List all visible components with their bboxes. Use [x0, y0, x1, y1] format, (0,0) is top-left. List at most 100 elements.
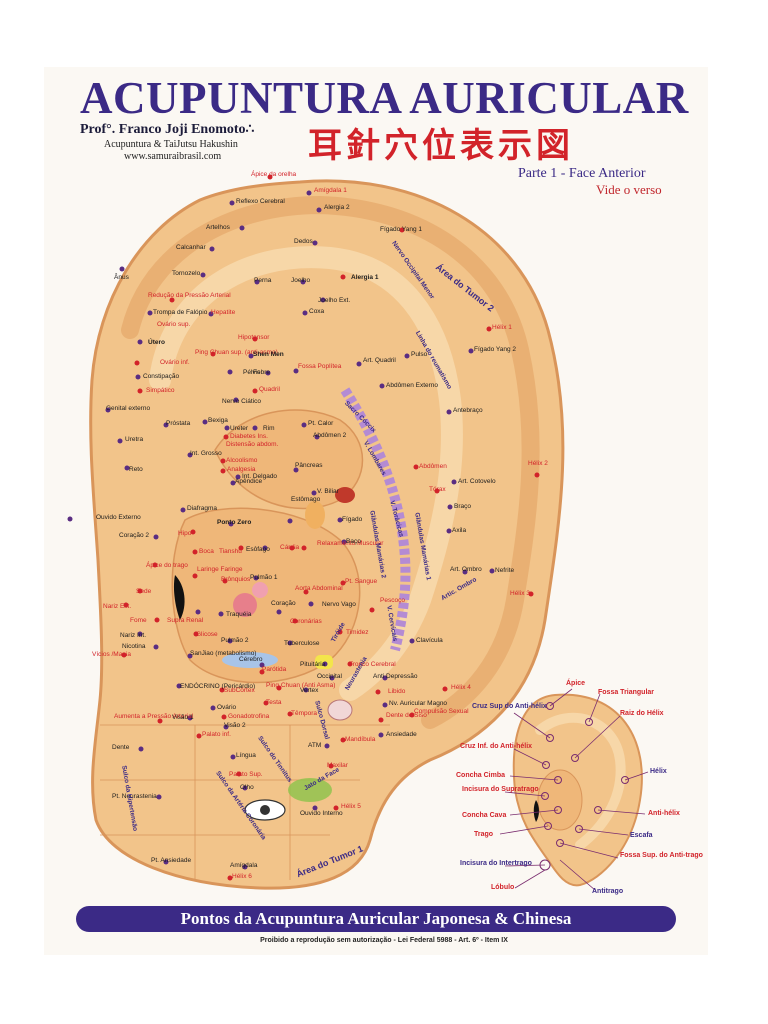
mini-concha [537, 769, 583, 831]
banner-text: Pontos da Acupuntura Auricular Japonesa … [180, 909, 572, 928]
point-label-pancreas: Pâncreas [295, 462, 323, 469]
point-label-glicose: Glicose [196, 631, 218, 638]
point-label-occipital: Occipital [317, 673, 342, 680]
point-label-cardia: Cárdia [280, 544, 300, 551]
point-label-subcortex: SubCórtex [224, 687, 255, 694]
point-label-febre: Febre [253, 369, 270, 376]
point-label-gonadotrofina: Gonadotrofina [228, 713, 270, 720]
point-label-maxilar: Maxilar [327, 762, 348, 769]
lung-illustration [252, 582, 268, 598]
point-label-nefrite: Nefrite [495, 567, 515, 574]
legend-label-cruz-inf: Cruz Inf. do Anti-hélix [460, 743, 533, 750]
point-label-helix-5: Hélix 5 [341, 803, 361, 810]
point-label-dente: Dente [112, 744, 130, 751]
point-label-apendice: Apêndice [235, 478, 263, 485]
bottom-banner: Pontos da Acupuntura Auricular Japonesa … [76, 906, 676, 932]
legend-label-trago: Trago [474, 831, 494, 838]
point-label-analgesia: Analgesia [227, 466, 256, 473]
legend-label-lobulo: Lóbulo [491, 884, 515, 891]
point-label-olho: Olho [240, 784, 254, 791]
point-label-figado: Fígado [342, 516, 363, 523]
point-label-tempora: Têmpora [291, 710, 318, 717]
point-label-fome: Fome [130, 617, 147, 624]
point-label-bexiga: Bexiga [208, 417, 228, 424]
point-label-hepatite: Hepatite [211, 309, 236, 316]
point-label-nicotina: Nicotina [122, 643, 146, 650]
point-label-sanjiao: SanJiao (metabolismo) [190, 650, 257, 657]
point-label-aorta: Aorta Abdominal [295, 585, 343, 592]
point-label-pulmao-2: Pulmão 2 [221, 637, 249, 644]
point-label-figado-yang-2: Fígado Yang 2 [474, 346, 517, 353]
point-label-alergia-1: Alergia 1 [351, 274, 379, 281]
point-label-pituitaria: Pituitária [300, 661, 326, 668]
point-label-tuberculose: Tuberculose [284, 640, 320, 647]
point-label-ping-chuan-2: Ping Chuan (Anti Asma) [266, 682, 336, 689]
point-label-hipotensor: Hipotensor [238, 334, 270, 341]
point-label-torax: Tórax [429, 486, 446, 493]
point-label-visao-2: Visão 2 [224, 722, 246, 729]
point-label-reto: Reto [129, 466, 143, 473]
point-label-prostata: Próstata [166, 420, 191, 427]
point-label-amigdala: Amígdala [230, 862, 258, 869]
legend-label-helix: Hélix [650, 768, 667, 775]
spine-column [340, 387, 411, 652]
brain-illustration [327, 699, 353, 721]
legend-label-raiz-helix: Raiz do Hélix [620, 710, 664, 717]
point-label-braco: Braço [454, 503, 471, 510]
point-label-perna: Perna [254, 277, 272, 284]
point-label-art-ombro: Art. Ombro [450, 566, 482, 573]
helix-rim [121, 195, 540, 729]
point-label-alcoolismo: Alcoolismo [226, 457, 258, 464]
point-label-bronquios: Brônquios [221, 576, 251, 583]
legend-label-fossa-sup-antitrago: Fossa Sup. do Anti-trago [620, 852, 703, 859]
point-label-amigdala-1: Amígdala 1 [314, 187, 347, 194]
point-label-visao-1: Visão 1 [172, 714, 194, 721]
point-label-relaxamento: Relaxamento Muscular [317, 540, 384, 547]
legend-label-incisura-supratrago: Incisura do Supratrago [462, 786, 539, 793]
point-label-timidez: Timidez [346, 629, 369, 636]
point-label-ovario-sup: Ovário sup. [157, 321, 191, 328]
point-label-quadril: Quadril [259, 386, 280, 393]
point-label-clavicula: Clavícula [416, 637, 443, 644]
point-label-ovario: Ovário [217, 704, 237, 711]
point-label-ping-chuan: Ping Chuan sup. (anti-asma) [195, 349, 278, 356]
point-label-anus: Ânus [114, 274, 129, 281]
point-label-estomago: Estômago [291, 496, 321, 503]
legend-label-fossa-triangular: Fossa Triangular [598, 689, 655, 696]
point-label-pt-sangue: Pt. Sangue [345, 578, 378, 585]
point-label-pt-ansiedade: Pt. Ansiedade [151, 857, 192, 864]
point-label-helix-6: Hélix 6 [232, 873, 252, 880]
point-label-diabetes: Diabetes Ins. [230, 433, 268, 440]
point-label-nariz-ext: Nariz Ext. [103, 603, 132, 610]
point-label-antebraco: Antebraço [453, 407, 483, 414]
point-label-atm: ATM [308, 742, 322, 749]
point-label-pt-neurastenia: Pt. Neurastenia [112, 793, 157, 800]
point-label-apice-trago: Ápice do trago [146, 562, 188, 569]
point-label-boca: Boca [199, 548, 214, 555]
point-label-testa: Testa [266, 699, 282, 706]
point-label-alergia-2: Alergia 2 [324, 204, 350, 211]
point-label-helix-4: Hélix 4 [451, 684, 471, 691]
copyright-footer: Proibido a reprodução sem autorização - … [260, 937, 508, 944]
point-label-ovario-inf: Ovário inf. [160, 359, 190, 366]
point-label-helix-3: Hélix 3 [510, 590, 530, 597]
stomach-illustration [305, 501, 325, 529]
point-label-tronco-cerebral: Tronco Cerebral [349, 661, 396, 668]
point-label-tianshu: Tianshu [219, 548, 242, 555]
point-label-pt-calor: Pt. Calor [308, 420, 334, 427]
point-label-figado-yang-1: Fígado Yang 1 [380, 226, 423, 233]
point-label-traqueia: Traquéia [226, 611, 252, 618]
point-label-coracao: Coração [271, 600, 296, 607]
point-label-joelho-ext: Joelho Ext. [318, 297, 351, 304]
concha-cymba [214, 409, 364, 510]
point-label-ponto-zero: Ponto Zero [217, 519, 252, 526]
point-label-lingua: Língua [236, 752, 256, 759]
point-label-diafragma: Diafragma [187, 505, 217, 512]
point-label-reducao-pressao: Redução da Pressão Arterial [148, 292, 231, 299]
point-label-fossa-poplitea: Fossa Poplítea [298, 363, 342, 370]
point-label-tornozelo: Tornozelo [172, 270, 201, 277]
heart-illustration [233, 593, 257, 617]
point-label-anti-depressao: Anti Depressão [373, 673, 418, 680]
mini-canal [533, 800, 539, 822]
point-label-nv-auricular: Nv. Auricular Magno [389, 700, 448, 707]
